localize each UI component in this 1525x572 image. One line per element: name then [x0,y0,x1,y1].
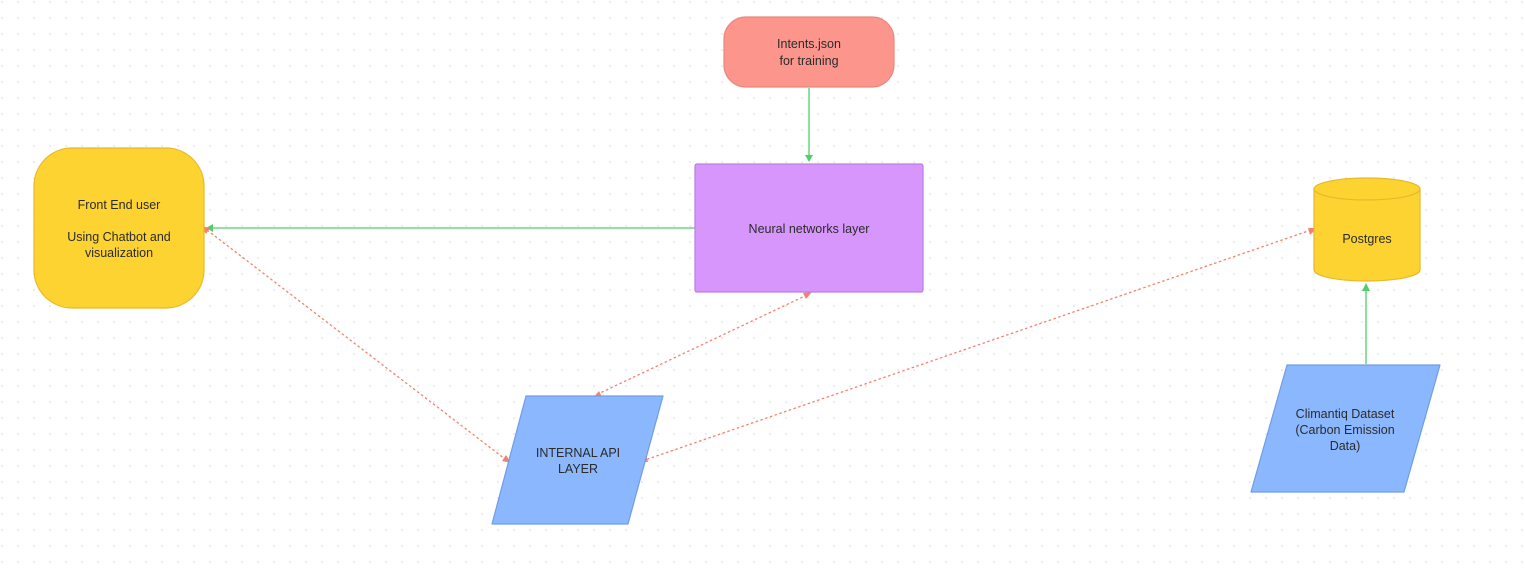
node-intents[interactable]: Intents.json for training [723,16,895,88]
node-postgres[interactable]: Postgres [1313,177,1421,282]
node-neural-shape [695,164,923,292]
arrowhead-icon [803,292,812,299]
node-postgres-label: Postgres [1342,232,1391,246]
node-neural[interactable]: Neural networks layer [694,163,924,293]
edge-intents-to-neural[interactable] [805,88,813,162]
node-api[interactable]: INTERNAL API LAYER [491,395,664,525]
node-frontend-line1: Front End user [78,198,161,212]
node-climatiq-line1: Climantiq Dataset [1296,407,1395,421]
node-climatiq[interactable]: Climantiq Dataset (Carbon Emission Data) [1250,364,1441,493]
node-climatiq-shape [1251,365,1440,492]
node-intents-shape [724,17,894,87]
edge-climatiq-to-postgres[interactable] [1362,283,1370,364]
node-neural-label: Neural networks layer [749,222,870,236]
node-intents-line1: Intents.json [777,37,841,51]
node-frontend-line2: Using Chatbot and [67,230,171,244]
node-api-line1: INTERNAL API [536,446,620,460]
node-frontend-line3: visualization [85,246,153,260]
node-api-shape [492,396,663,524]
arrowhead-icon [1362,283,1370,291]
node-climatiq-line2: (Carbon Emission [1295,423,1394,437]
node-frontend[interactable]: Front End user Using Chatbot and visuali… [33,147,205,309]
node-climatiq-line3: Data) [1330,439,1361,453]
node-intents-line2: for training [779,54,838,68]
arrowhead-icon [805,155,813,162]
node-frontend-shape [34,148,204,308]
database-cylinder-icon [1314,189,1420,281]
node-api-line2: LAYER [558,462,598,476]
